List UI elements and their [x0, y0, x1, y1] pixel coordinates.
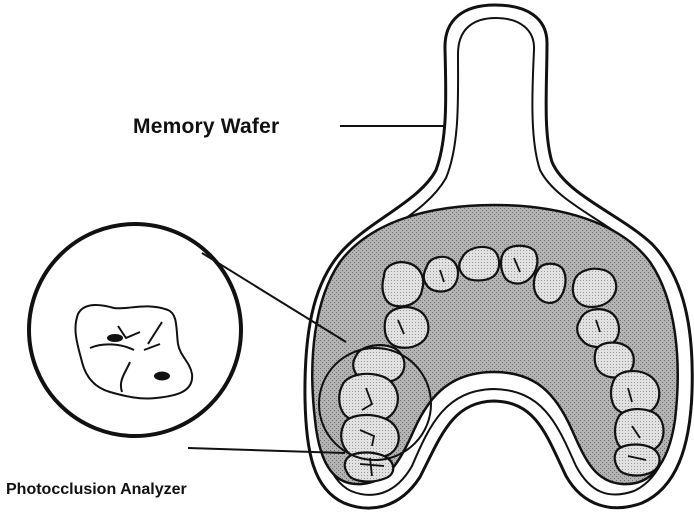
- tooth: [573, 269, 616, 307]
- tooth: [459, 247, 499, 280]
- tooth: [385, 307, 429, 348]
- tooth: [383, 262, 424, 306]
- tooth: [501, 246, 537, 284]
- tooth: [534, 264, 566, 303]
- tooth: [615, 445, 660, 476]
- tooth: [345, 453, 394, 482]
- photocclusion-analyzer-label: Photocclusion Analyzer: [6, 482, 187, 498]
- memory-wafer-label: Memory Wafer: [133, 116, 279, 137]
